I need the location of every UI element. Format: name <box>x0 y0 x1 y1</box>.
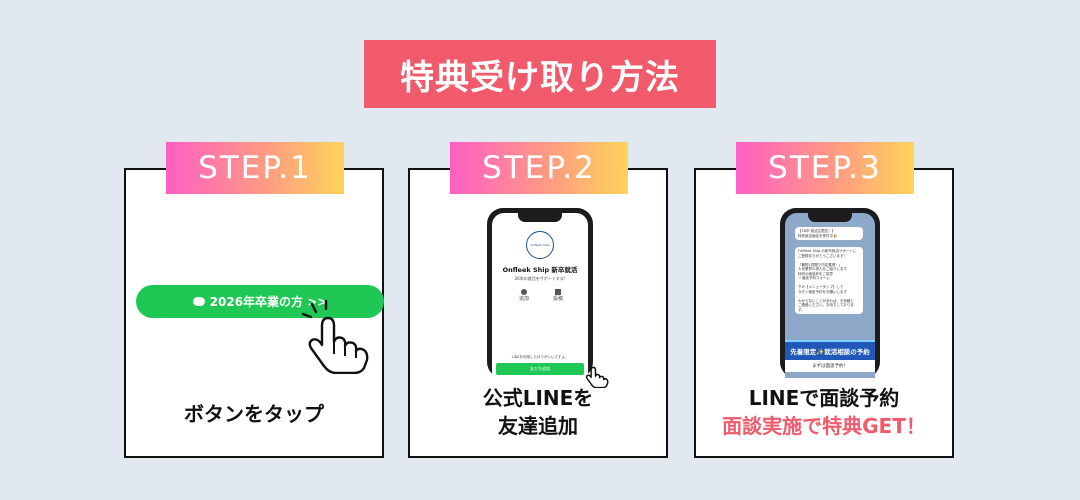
tap-hand-icon <box>301 299 369 374</box>
profile-action-add[interactable]: 追加 <box>514 289 534 302</box>
tap-hand-icon <box>585 366 609 388</box>
rich-menu-footer[interactable]: まずは面談予約！ <box>785 360 875 372</box>
profile-action-add-label: 追加 <box>518 296 529 302</box>
step-1-caption: ボタンをタップ <box>184 402 324 426</box>
step-2-label: STEP.2 <box>450 142 628 194</box>
line-profile-screen: Onfleek Ship Onfleek Ship 新卒就活 26卒の就活をサポ… <box>492 213 588 378</box>
line-chat-icon <box>192 297 205 306</box>
profile-action-post[interactable]: 投稿 <box>548 289 568 302</box>
profile-status: 26卒の就活をサポートする! <box>514 276 566 281</box>
graduation-2026-button-label: 2026年卒業の方 >> <box>209 295 328 309</box>
add-friend-button[interactable]: 友だち追加 <box>496 363 584 375</box>
post-icon <box>555 289 561 295</box>
step-3-caption-line1: LINEで面談予約 <box>748 386 900 410</box>
step-3-label: STEP.3 <box>736 142 914 194</box>
step-3-card: 【26卒 就活生限定！】 特別就活面談を受付中🎉 Onfleek Ship の新… <box>694 168 954 458</box>
graduation-2026-button[interactable]: 2026年卒業の方 >> <box>136 285 384 318</box>
profile-name: Onfleek Ship 新卒就活 <box>502 266 578 274</box>
page-title: 特典受け取り方法 <box>364 40 716 108</box>
phone-notch <box>808 213 852 222</box>
profile-action-post-label: 投稿 <box>552 296 563 302</box>
add-friend-icon <box>521 289 527 295</box>
add-friend-button-label: 友だち追加 <box>530 366 550 371</box>
promo-banner[interactable]: 先着限定✨就活相談の予約 <box>785 340 875 360</box>
step-2-caption-line1: 公式LINEを <box>482 386 594 410</box>
profile-avatar: Onfleek Ship <box>526 231 554 259</box>
step-1-label: STEP.1 <box>166 142 344 194</box>
line-chat-screen: 【26卒 就活生限定！】 特別就活面談を受付中🎉 Onfleek Ship の新… <box>785 213 875 378</box>
profile-logo-text: Onfleek Ship <box>530 243 550 247</box>
phone-mockup: 【26卒 就活生限定！】 特別就活面談を受付中🎉 Onfleek Ship の新… <box>780 208 880 378</box>
chat-bubble-1: 【26卒 就活生限定！】 特別就活面談を受付中🎉 <box>795 227 863 240</box>
step-2-caption-line2: 友達追加 <box>498 414 578 438</box>
step-2-card: Onfleek Ship Onfleek Ship 新卒就活 26卒の就活をサポ… <box>408 168 668 458</box>
phone-mockup: Onfleek Ship Onfleek Ship 新卒就活 26卒の就活をサポ… <box>487 208 593 378</box>
step-3-caption: LINEで面談予約 面談実施で特典GET！ <box>696 384 952 440</box>
step-3-caption-line2: 面談実施で特典GET！ <box>722 414 926 438</box>
step-1-card: 2026年卒業の方 >> ボタンをタップ <box>124 168 384 458</box>
profile-notice: LINEを利用したほうがいいですよ。 <box>511 355 569 359</box>
step-2-caption: 公式LINEを 友達追加 <box>410 384 666 440</box>
chat-bubble-2: Onfleek Ship の新卒就活サポートに ご登録ありがとうございます！ 「… <box>795 247 863 314</box>
phone-notch <box>518 213 562 222</box>
